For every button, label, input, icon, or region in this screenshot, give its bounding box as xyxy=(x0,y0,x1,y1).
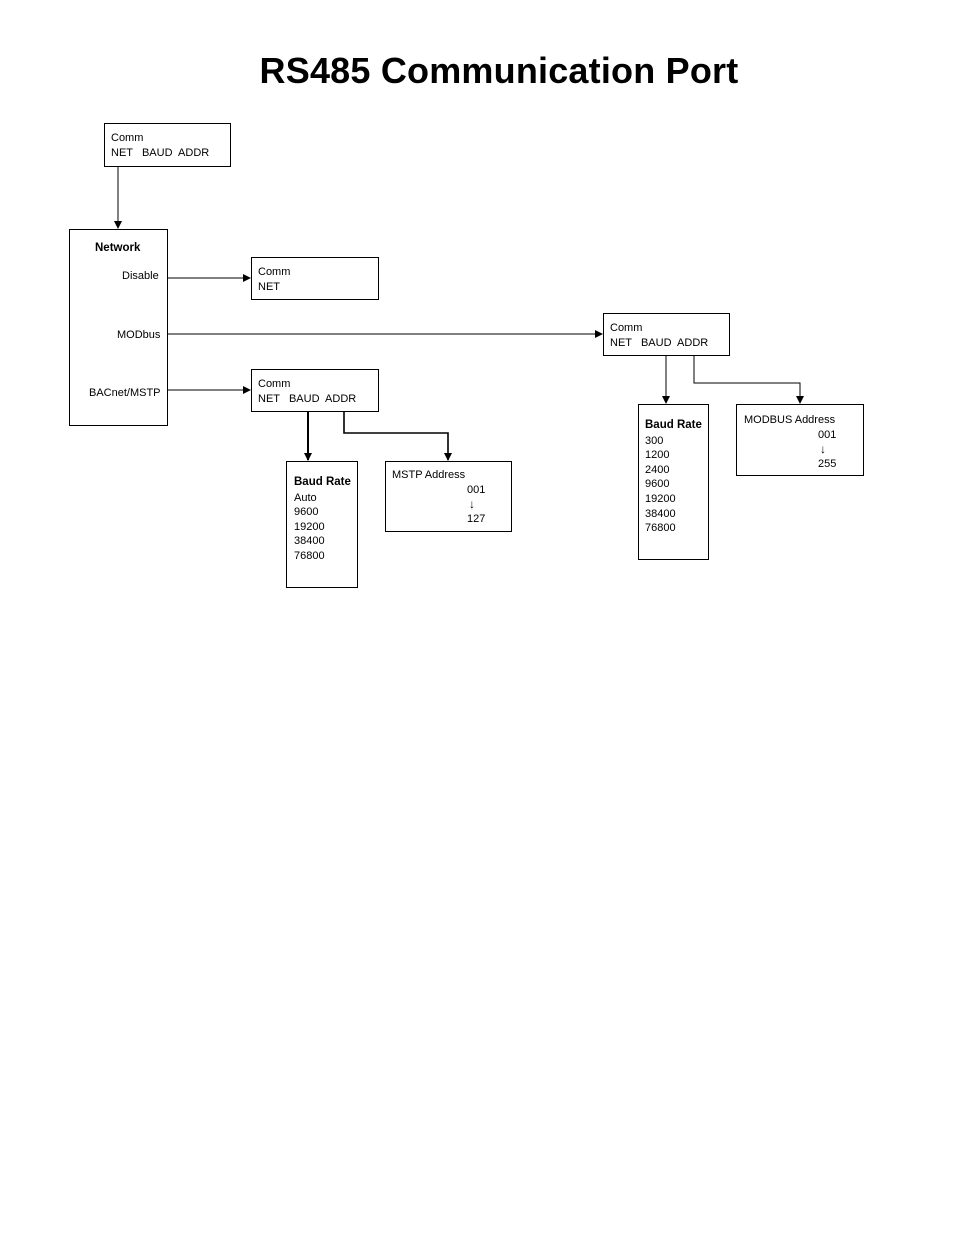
bacnet-baud-rate-box: Baud Rate Auto 9600 19200 38400 76800 xyxy=(286,461,358,588)
baud-rate-value: 1200 xyxy=(645,448,708,463)
mstp-address-max: 127 xyxy=(392,512,511,527)
comm-label: Comm xyxy=(111,131,230,146)
baud-rate-value: 38400 xyxy=(645,507,708,522)
baud-rate-value: 19200 xyxy=(294,520,357,535)
arrow-bacnet-addr xyxy=(344,411,448,460)
comm-options: NET BAUD ADDR xyxy=(610,336,729,351)
mstp-address-label: MSTP Address xyxy=(392,468,511,483)
baud-rate-value: Auto xyxy=(294,491,357,506)
baud-rate-heading: Baud Rate xyxy=(294,475,357,490)
modbus-address-box: MODBUS Address 001 ↓ 255 xyxy=(736,404,864,476)
modbus-address-max: 255 xyxy=(744,457,863,472)
comm-bacnet-box: Comm NET BAUD ADDR xyxy=(251,369,379,412)
comm-label: Comm xyxy=(610,321,729,336)
arrow-modbus-addr xyxy=(694,355,800,403)
down-arrow-icon: ↓ xyxy=(744,442,863,457)
comm-options: NET BAUD ADDR xyxy=(258,392,378,407)
comm-disable-box: Comm NET xyxy=(251,257,379,300)
network-heading: Network xyxy=(95,241,140,256)
comm-label: Comm xyxy=(258,377,378,392)
baud-rate-value: 9600 xyxy=(294,505,357,520)
network-option-bacnet: BACnet/MSTP xyxy=(89,387,161,399)
modbus-baud-rate-box: Baud Rate 300 1200 2400 9600 19200 38400… xyxy=(638,404,709,560)
down-arrow-icon: ↓ xyxy=(392,497,511,512)
baud-rate-value: 9600 xyxy=(645,477,708,492)
baud-rate-value: 76800 xyxy=(645,521,708,536)
comm-label: Comm xyxy=(258,265,378,280)
comm-options: NET xyxy=(258,280,378,295)
baud-rate-value: 300 xyxy=(645,434,708,449)
baud-rate-value: 76800 xyxy=(294,549,357,564)
network-option-modbus: MODbus xyxy=(117,329,160,341)
comm-menu-box: Comm NET BAUD ADDR xyxy=(104,123,231,167)
comm-modbus-box: Comm NET BAUD ADDR xyxy=(603,313,730,356)
modbus-address-min: 001 xyxy=(744,428,863,443)
baud-rate-heading: Baud Rate xyxy=(645,418,708,433)
comm-options: NET BAUD ADDR xyxy=(111,146,230,161)
mstp-address-min: 001 xyxy=(392,483,511,498)
network-option-disable: Disable xyxy=(122,270,159,282)
baud-rate-value: 19200 xyxy=(645,492,708,507)
mstp-address-box: MSTP Address 001 ↓ 127 xyxy=(385,461,512,532)
baud-rate-value: 2400 xyxy=(645,463,708,478)
baud-rate-value: 38400 xyxy=(294,534,357,549)
modbus-address-label: MODBUS Address xyxy=(744,413,863,428)
